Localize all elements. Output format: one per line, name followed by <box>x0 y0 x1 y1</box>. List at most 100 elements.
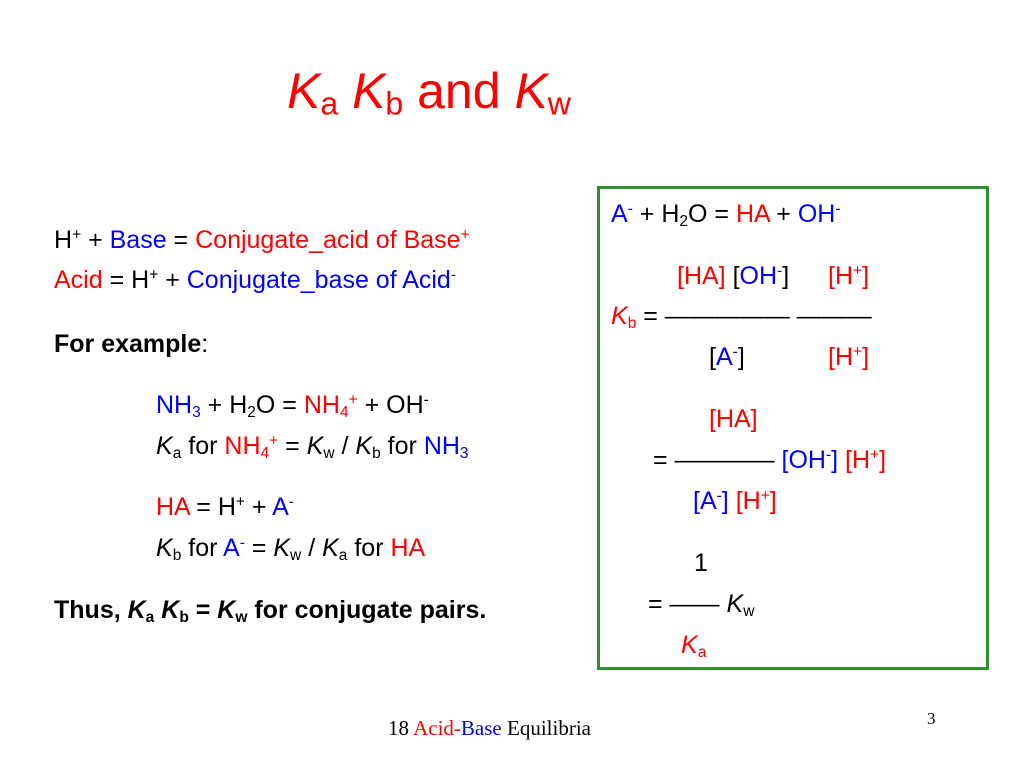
box-reaction: A- + H2O = HA + OH- <box>611 200 841 229</box>
conjugate-acid-text: Conjugate_acid of Base <box>195 226 461 254</box>
nh3-sub: 3 <box>459 444 469 462</box>
title-k1: K <box>287 63 321 119</box>
plus-oh-text: + OH <box>357 391 424 419</box>
nh4-sup: + <box>269 432 279 450</box>
ka-sub: a <box>172 444 182 462</box>
fraction-bar: = —— <box>648 590 727 618</box>
conj-acid-sup: + <box>460 226 470 244</box>
example-equation-2: Ka for NH4+ = Kw / Kb for NH3 <box>156 432 469 461</box>
kb-derivation-box <box>597 186 989 670</box>
h-text: H <box>54 226 73 254</box>
kb-text: K <box>355 432 373 460</box>
ka-sub: a <box>145 608 155 626</box>
close-bracket: ] <box>769 487 777 515</box>
for-text: for <box>181 534 223 562</box>
plus-text: + <box>158 266 187 294</box>
box-denominator-3: Ka <box>681 631 706 660</box>
title-k3: K <box>514 63 548 119</box>
footer-base: Base <box>460 716 502 740</box>
ha-bracket-text: [HA] <box>677 262 726 290</box>
slash-text: / <box>301 534 323 562</box>
a-text: A <box>611 200 628 228</box>
slide-title: Ka Kb and Kw <box>287 62 571 120</box>
conj-base-sup: - <box>450 266 457 284</box>
oh-text: OH <box>797 200 836 228</box>
ka-text: K <box>322 534 339 562</box>
title-k2: K <box>352 63 386 119</box>
base-text: Base <box>109 226 167 254</box>
footer-chapter-number: 18 <box>388 716 414 740</box>
a-bracket-text: [A <box>693 487 717 515</box>
nh4-sub: 4 <box>339 403 349 421</box>
kw-text: K <box>217 596 236 624</box>
for-example-text: For example <box>54 330 202 358</box>
title-sub-a: a <box>320 85 339 122</box>
footer-acid: Acid <box>413 716 454 740</box>
ka-text: K <box>127 596 146 624</box>
kb-text: K <box>161 596 180 624</box>
a-sup: - <box>239 534 245 552</box>
h-bracket-text: [H <box>845 446 871 474</box>
for-example-label: For example: <box>54 330 208 359</box>
box-denominator-1: [A-] <box>709 343 745 372</box>
oh-bracket-text: [OH <box>781 446 826 474</box>
a-text: A <box>223 534 240 562</box>
for-text: for <box>347 534 391 562</box>
box-numerator-1: [HA] [OH-] <box>677 262 789 291</box>
box-numerator-2: [HA] <box>709 405 758 434</box>
slash-text: / <box>334 432 356 460</box>
nh4-sup: + <box>348 391 358 409</box>
ha-text: HA <box>156 493 190 521</box>
nh3-text: NH <box>423 432 460 460</box>
h-sup: + <box>760 487 770 505</box>
equals-text: = <box>244 534 274 562</box>
nh3-text: NH <box>156 391 193 419</box>
box-h-numerator: [H+] <box>828 262 869 291</box>
close-bracket: ] <box>721 487 729 515</box>
h-sup: + <box>72 226 82 244</box>
slide-footer: 18 Acid-Base Equilibria <box>388 716 591 741</box>
acid-base-definition-line2: Acid = H+ + Conjugate_base of Acid- <box>54 266 456 295</box>
a-sup: - <box>716 487 722 505</box>
box-fraction-line-2: = ———— [OH-] [H+] <box>653 446 886 475</box>
a-text: A <box>715 343 733 371</box>
close-bracket: ] <box>879 446 887 474</box>
for-text: for <box>380 432 424 460</box>
o-eq-text: O = <box>255 391 304 419</box>
space <box>729 487 736 515</box>
a-sup: - <box>288 493 294 511</box>
h-sup: + <box>235 493 245 511</box>
ha-text: HA <box>735 200 770 228</box>
box-fraction-line-3: = —— Kw <box>648 590 754 619</box>
k-text: K <box>156 534 173 562</box>
plus-h-text: + H <box>200 391 248 419</box>
conjugate-base-text: Conjugate_base of Acid <box>186 266 451 294</box>
example-equation-4: Kb for A- = Kw / Ka for HA <box>156 534 425 563</box>
close-bracket: ] <box>737 343 745 371</box>
conjugate-pairs-text: for conjugate pairs. <box>247 596 487 624</box>
acid-text: Acid <box>54 266 103 294</box>
thus-text: Thus, <box>54 596 128 624</box>
h-bracket-text: [H <box>828 343 853 371</box>
fraction-bar: = ———— <box>653 446 782 474</box>
space <box>838 446 845 474</box>
h2-sub: 2 <box>679 212 689 230</box>
kw-text: K <box>273 534 291 562</box>
h-bracket-text: [H <box>735 487 761 515</box>
nh4-text: NH <box>224 432 261 460</box>
h-bracket-text: [H <box>828 262 853 290</box>
kb-sub: b <box>372 444 381 462</box>
close-bracket: ] <box>862 343 870 371</box>
colon-text: : <box>201 330 209 358</box>
nh3-sub: 3 <box>192 403 201 421</box>
equals-text: = <box>278 432 307 460</box>
nh4-text: NH <box>303 391 340 419</box>
equals-text: = <box>188 596 218 624</box>
page-number: 3 <box>927 709 936 728</box>
kw-text: K <box>726 590 744 618</box>
title-and: and <box>403 63 515 119</box>
fraction-bar: = ————— ——— <box>636 302 872 330</box>
o-eq-text: O = <box>688 200 736 228</box>
acid-base-definition-line1: H+ + Base = Conjugate_acid of Base+ <box>54 226 470 255</box>
kw-sub: w <box>323 444 335 462</box>
